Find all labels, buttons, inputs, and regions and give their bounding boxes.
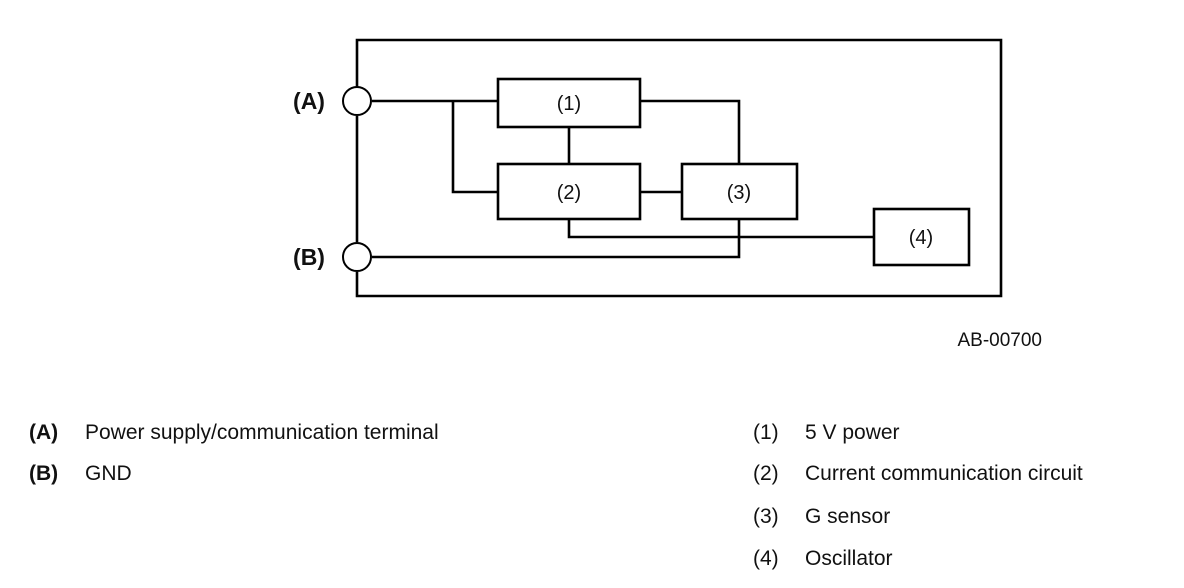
block-4-label: (4) bbox=[909, 227, 933, 249]
legend-item: (A) Power supply/communication terminal bbox=[29, 421, 439, 445]
legend-text: Current communication circuit bbox=[805, 462, 1083, 485]
legend-key: (3) bbox=[753, 505, 779, 528]
figure-code: AB-00700 bbox=[957, 330, 1042, 351]
legend-key: (4) bbox=[753, 547, 779, 570]
legend-text: 5 V power bbox=[805, 421, 900, 444]
block-1 bbox=[496, 77, 642, 129]
legend-text: GND bbox=[85, 462, 132, 485]
block-3-label: (3) bbox=[727, 182, 751, 204]
legend-key: (A) bbox=[29, 421, 59, 444]
block-2-label: (2) bbox=[557, 182, 581, 204]
legend-item: (B) GND bbox=[29, 462, 132, 486]
legend-item: (4) Oscillator bbox=[753, 547, 893, 571]
terminal-b-label: (B) bbox=[293, 244, 325, 270]
legend-key: (1) bbox=[753, 421, 779, 444]
legend-text: Power supply/communication terminal bbox=[85, 421, 439, 444]
legend-text: G sensor bbox=[805, 505, 891, 528]
terminal-a-icon bbox=[342, 86, 372, 116]
wire-block2-block4 bbox=[567, 219, 874, 239]
legend-text: Oscillator bbox=[805, 547, 893, 570]
wire-block3-gnd bbox=[372, 219, 741, 259]
block-1-label: (1) bbox=[557, 93, 581, 115]
housing-outline bbox=[355, 38, 1003, 298]
terminal-b-icon bbox=[342, 242, 372, 272]
wire-a-to-block2 bbox=[451, 101, 498, 194]
terminal-a-label: (A) bbox=[293, 88, 325, 114]
wire-block1-block3 bbox=[640, 99, 741, 164]
legend-key: (B) bbox=[29, 462, 59, 485]
block-4 bbox=[872, 207, 971, 267]
legend-item: (3) G sensor bbox=[753, 505, 890, 529]
legend-key: (2) bbox=[753, 462, 779, 485]
legend-item: (2) Current communication circuit bbox=[753, 462, 1083, 486]
block-2 bbox=[496, 162, 642, 221]
block-3 bbox=[680, 162, 799, 221]
block-diagram: (A) (B) (1) (2) (3) (4) AB-00700 bbox=[293, 38, 1042, 351]
legend-item: (1) 5 V power bbox=[753, 421, 900, 445]
